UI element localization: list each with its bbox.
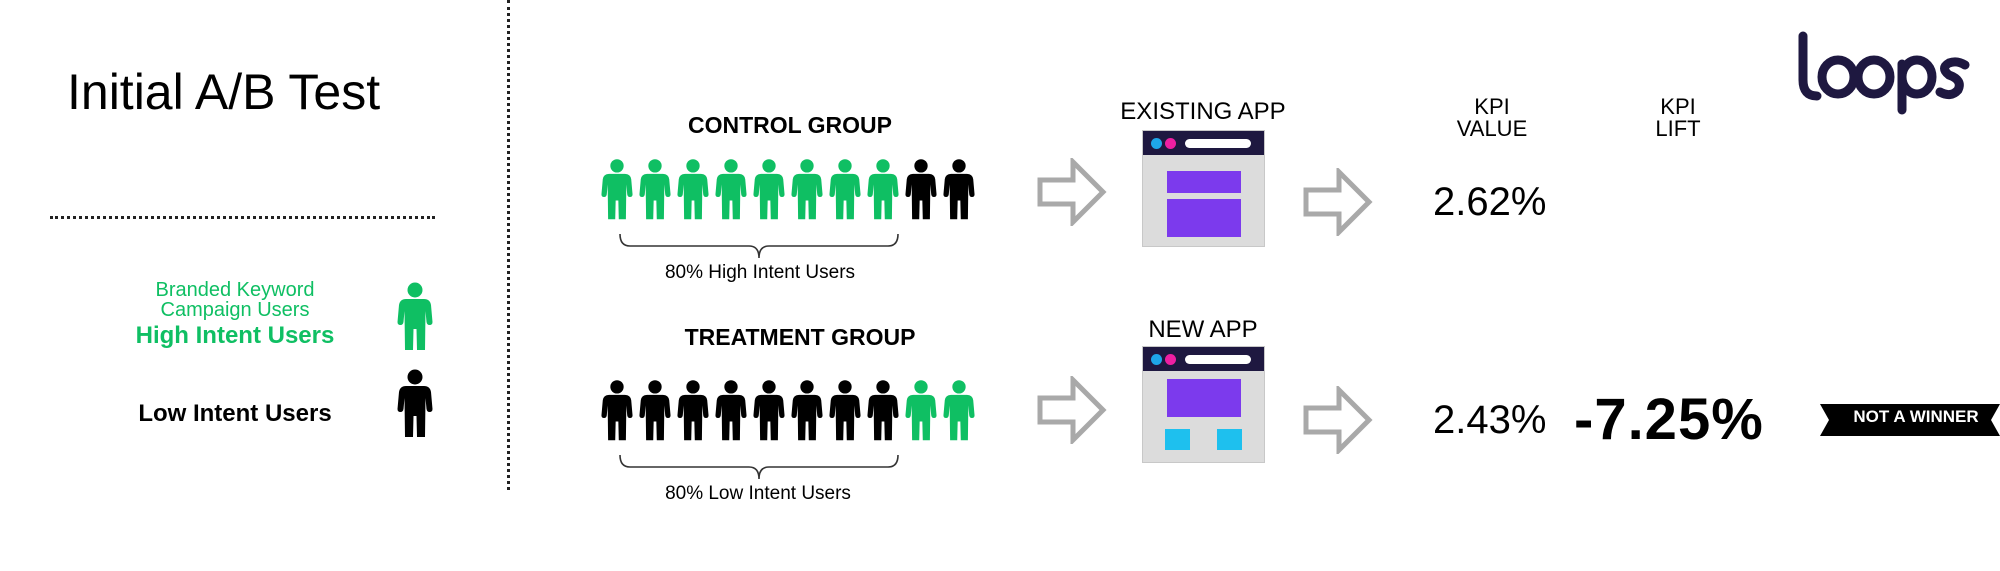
person-icon — [867, 159, 899, 220]
person-icon — [715, 380, 747, 441]
not-a-winner-badge: NOT A WINNER — [1853, 407, 1979, 426]
page-title: Initial A/B Test — [67, 64, 381, 120]
person-icon — [905, 380, 937, 441]
person-icon — [639, 380, 671, 441]
control-group-people — [601, 155, 975, 223]
person-icon — [677, 380, 709, 441]
person-icon — [601, 159, 633, 220]
not-a-winner-badge-shape — [1820, 404, 2000, 441]
new-app-icon — [1142, 346, 1265, 463]
treatment-kpi-value: 2.43% — [1433, 398, 1547, 442]
existing-app-icon — [1142, 130, 1265, 247]
person-icon — [639, 159, 671, 220]
person-icon — [601, 380, 633, 441]
kpi-lift-header-line1: KPI — [1660, 94, 1696, 119]
person-icon — [753, 380, 785, 441]
person-icon — [677, 159, 709, 220]
treatment-group-people — [601, 376, 975, 444]
legend-high-description-line1: Branded Keyword — [155, 279, 315, 301]
person-icon — [791, 159, 823, 220]
person-icon — [397, 282, 433, 355]
person-icon — [943, 380, 975, 441]
person-icon — [867, 380, 899, 441]
person-icon — [791, 380, 823, 441]
arrow-right-icon — [1303, 165, 1373, 241]
person-icon — [753, 159, 785, 220]
existing-app-label: EXISTING APP — [1120, 98, 1286, 125]
treatment-kpi-lift: -7.25% — [1574, 387, 1764, 452]
vertical-dotted-divider — [507, 0, 510, 490]
treatment-group-title: TREATMENT GROUP — [684, 324, 916, 350]
control-group-title: CONTROL GROUP — [687, 112, 893, 138]
kpi-value-header-line1: KPI — [1474, 94, 1510, 119]
kpi-value-header: KPI VALUE — [1422, 96, 1562, 140]
loops-logo — [1795, 30, 1970, 120]
kpi-lift-header: KPI LIFT — [1608, 96, 1748, 140]
legend-high-description-line2: Campaign Users — [160, 299, 310, 321]
brace — [618, 453, 900, 488]
person-icon — [715, 159, 747, 220]
person-icon — [397, 369, 433, 442]
dotted-divider — [50, 216, 435, 219]
brace — [618, 232, 900, 267]
control-group-caption: 80% High Intent Users — [664, 262, 856, 283]
person-icon — [829, 380, 861, 441]
legend-high-intent-label: High Intent Users — [135, 322, 335, 349]
person-icon — [905, 159, 937, 220]
person-icon — [943, 159, 975, 220]
arrow-right-icon — [1037, 155, 1107, 231]
kpi-value-header-line2: VALUE — [1456, 116, 1528, 141]
control-kpi-value: 2.62% — [1433, 180, 1547, 224]
arrow-right-icon — [1303, 383, 1373, 459]
legend-low-intent-label: Low Intent Users — [138, 400, 332, 427]
person-icon — [829, 159, 861, 220]
kpi-lift-header-line2: LIFT — [1655, 116, 1701, 141]
arrow-right-icon — [1037, 373, 1107, 449]
treatment-group-caption: 80% Low Intent Users — [665, 483, 851, 504]
new-app-label: NEW APP — [1148, 316, 1258, 343]
